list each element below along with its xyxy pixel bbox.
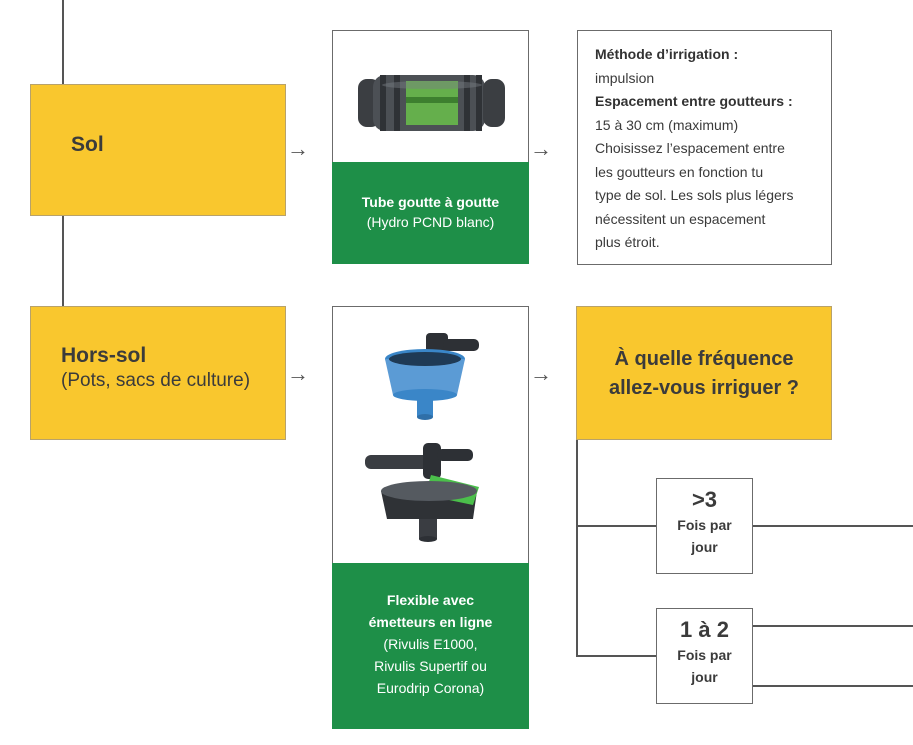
product-card-emitters: Flexible avec émetteurs en ligne (Rivuli…: [332, 306, 529, 729]
spacing-label: Espacement entre goutteurs :: [595, 93, 793, 109]
frequency-question: À quelle fréquence allez-vous irriguer ?: [577, 345, 831, 403]
arrow-icon: →: [287, 361, 309, 386]
method-label: Méthode d’irrigation :: [595, 46, 739, 62]
connector-line: [576, 525, 657, 527]
arrow-icon: →: [287, 136, 309, 161]
green-dripper-icon: [365, 443, 479, 542]
option-label-line: Fois par: [677, 517, 732, 533]
spacing-line: 15 à 30 cm (maximum): [595, 116, 739, 133]
option-label-line: Fois par: [677, 647, 732, 663]
connector-line: [752, 625, 913, 627]
spacing-line: les goutteurs en fonction tu: [595, 163, 764, 180]
drip-tube-icon: [358, 75, 505, 131]
arrow-icon: →: [530, 136, 552, 161]
connector-line: [62, 216, 64, 306]
product-label-drip-tube: Tube goutte à goutte (Hydro PCND blanc): [332, 162, 529, 264]
method-value: impulsion: [595, 69, 655, 86]
product-detail-line: Rivulis Supertif ou: [374, 658, 487, 674]
option-value: 1 à 2: [680, 617, 729, 642]
product-detail-line: Eurodrip Corona): [376, 680, 485, 696]
blue-dripper-icon: [385, 333, 479, 420]
arrow-icon: →: [530, 361, 552, 386]
product-label-emitters: Flexible avec émetteurs en ligne (Rivuli…: [332, 563, 529, 729]
spacing-line: type de sol. Les sols plus légers: [595, 187, 794, 203]
soil-box: Sol: [30, 84, 286, 216]
soil-label: Sol: [71, 133, 104, 156]
frequency-question-box: À quelle fréquence allez-vous irriguer ?: [576, 306, 832, 440]
question-line: À quelle fréquence: [614, 348, 794, 370]
spacing-line: plus étroit.: [595, 234, 660, 250]
option-label-line: jour: [691, 669, 718, 685]
option-label-line: jour: [691, 539, 718, 555]
soilless-title: Hors-sol: [61, 344, 147, 367]
connector-line: [752, 525, 913, 527]
question-line: allez-vous irriguer ?: [608, 377, 800, 399]
connector-line: [576, 440, 578, 657]
product-name: Tube goutte à goutte: [361, 194, 500, 210]
product-detail: (Hydro PCND blanc): [366, 214, 495, 230]
irrigation-info-card: Méthode d’irrigation : impulsion Espacem…: [577, 30, 832, 265]
product-name-line: émetteurs en ligne: [368, 614, 493, 630]
connector-line: [62, 0, 64, 84]
spacing-line: Choisissez l’espacement entre: [595, 140, 785, 156]
soilless-subtitle: (Pots, sacs de culture): [61, 370, 251, 391]
product-detail-line: (Rivulis E1000,: [383, 636, 478, 652]
connector-line: [576, 655, 657, 657]
option-value: >3: [691, 487, 718, 512]
connector-line: [752, 685, 913, 687]
soilless-box: Hors-sol (Pots, sacs de culture): [30, 306, 286, 440]
frequency-option-more-than-3: >3 Fois par jour: [656, 478, 753, 574]
frequency-option-1-to-2: 1 à 2 Fois par jour: [656, 608, 753, 704]
spacing-line: nécessitent un espacement: [595, 210, 766, 227]
product-card-drip-tube: Tube goutte à goutte (Hydro PCND blanc): [332, 30, 529, 264]
product-name-line: Flexible avec: [386, 592, 475, 608]
